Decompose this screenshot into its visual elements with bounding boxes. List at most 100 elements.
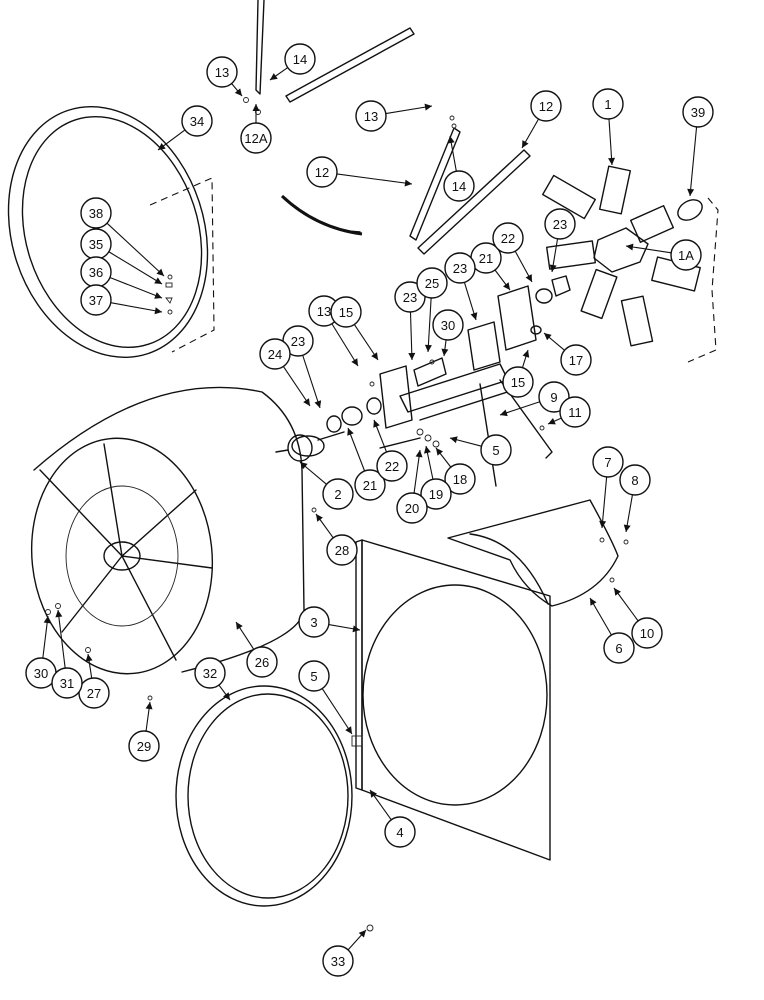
callout-label: 4 — [396, 825, 403, 840]
callout-label: 30 — [441, 318, 455, 333]
callout-4: 4 — [369, 789, 416, 848]
callout-26: 26 — [235, 621, 278, 678]
callout-10: 10 — [613, 587, 663, 649]
callout-label: 12A — [244, 131, 267, 146]
callout-arrowhead — [154, 292, 162, 299]
callout-23a: 23 — [544, 208, 576, 273]
callout-bubble — [80, 197, 112, 229]
callout-15b: 15 — [502, 349, 534, 398]
callout-36: 36 — [80, 256, 163, 299]
callout-arrowhead — [373, 420, 380, 428]
callout-arrowhead — [358, 930, 366, 938]
callout-label: 24 — [268, 347, 282, 362]
callout-21b: 21 — [347, 427, 386, 501]
callout-bubble — [443, 170, 475, 202]
part-34-screen-ring — [7, 106, 215, 358]
callout-arrowhead — [424, 103, 432, 111]
callout-27: 27 — [78, 653, 110, 709]
callout-leader — [110, 302, 163, 313]
callout-layer: 11A2345567891011121212A13131314141515171… — [25, 43, 714, 977]
callout-label: 3 — [310, 615, 317, 630]
callout-arrowhead — [145, 702, 153, 710]
callout-arrowhead — [345, 726, 352, 734]
callout-leader — [321, 688, 353, 735]
callout-leader — [353, 324, 379, 361]
callout-label: 12 — [539, 99, 553, 114]
callout-label: 21 — [363, 478, 377, 493]
callout-arrowhead — [608, 157, 616, 165]
callout-label: 20 — [405, 501, 419, 516]
callout-bubble — [432, 309, 464, 341]
callout-bubble — [682, 96, 714, 128]
callout-34: 34 — [157, 105, 213, 151]
callout-3: 3 — [298, 606, 361, 638]
callout-arrowhead — [154, 307, 162, 315]
callout-bubble — [420, 478, 452, 510]
callout-bubble — [670, 239, 702, 271]
callout-33: 33 — [322, 929, 367, 977]
callout-leader — [689, 126, 698, 197]
callout-bubble — [619, 464, 651, 496]
callout-arrowhead — [314, 400, 322, 408]
callout-30b: 30 — [25, 615, 57, 689]
callout-bubble — [480, 434, 512, 466]
callout-bubble — [384, 816, 416, 848]
callout-8: 8 — [619, 464, 651, 533]
callout-1A: 1A — [625, 239, 702, 271]
callout-arrowhead — [43, 616, 51, 624]
callout-23d: 23 — [282, 325, 322, 409]
callout-22b: 22 — [373, 419, 408, 482]
callout-arrowhead — [300, 462, 308, 470]
callout-label: 25 — [425, 276, 439, 291]
callout-bubble — [396, 492, 428, 524]
part-6-baffle — [447, 499, 619, 607]
callout-bubble — [560, 344, 592, 376]
callout-arrowhead — [270, 73, 278, 80]
callout-12A: 12A — [240, 104, 272, 154]
callout-label: 27 — [87, 686, 101, 701]
callout-label: 14 — [452, 179, 466, 194]
callout-bubble — [416, 267, 448, 299]
callout-arrowhead — [415, 450, 423, 458]
callout-arrowhead — [156, 268, 164, 276]
callout-label: 23 — [291, 334, 305, 349]
callout-label: 23 — [453, 261, 467, 276]
callout-30a: 30 — [432, 309, 464, 357]
part-12A-rod — [255, 0, 363, 236]
callout-19: 19 — [420, 445, 452, 510]
part-misc-hardware — [45, 507, 629, 932]
callout-bubble — [322, 945, 354, 977]
part-3-shroud — [351, 539, 551, 861]
callout-label: 5 — [492, 443, 499, 458]
callout-bubble — [444, 463, 476, 495]
callout-bubble — [354, 469, 386, 501]
callout-2: 2 — [299, 461, 354, 510]
callout-20: 20 — [396, 449, 428, 524]
callout-bubble — [631, 617, 663, 649]
part-26-drum — [30, 386, 305, 675]
callout-23b: 23 — [444, 252, 478, 321]
callout-label: 33 — [331, 954, 345, 969]
callout-bubble — [603, 632, 635, 664]
callout-arrowhead — [544, 333, 552, 341]
callout-label: 22 — [501, 231, 515, 246]
callout-bubble — [80, 284, 112, 316]
callout-label: 13 — [364, 109, 378, 124]
callout-label: 22 — [385, 459, 399, 474]
callout-bubble — [240, 122, 272, 154]
callout-arrowhead — [316, 514, 323, 522]
callout-label: 8 — [631, 473, 638, 488]
callout-arrowhead — [154, 277, 162, 284]
callout-label: 35 — [89, 237, 103, 252]
callout-leader — [589, 597, 612, 636]
callout-label: 15 — [339, 305, 353, 320]
callout-leader — [302, 355, 321, 409]
callout-bubble — [259, 338, 291, 370]
callout-39: 39 — [682, 96, 714, 197]
callout-leader — [409, 311, 413, 361]
part-12-braces — [409, 127, 531, 255]
part-hardware-35-38 — [165, 274, 173, 315]
callout-bubble — [326, 534, 358, 566]
callout-6: 6 — [589, 597, 635, 664]
